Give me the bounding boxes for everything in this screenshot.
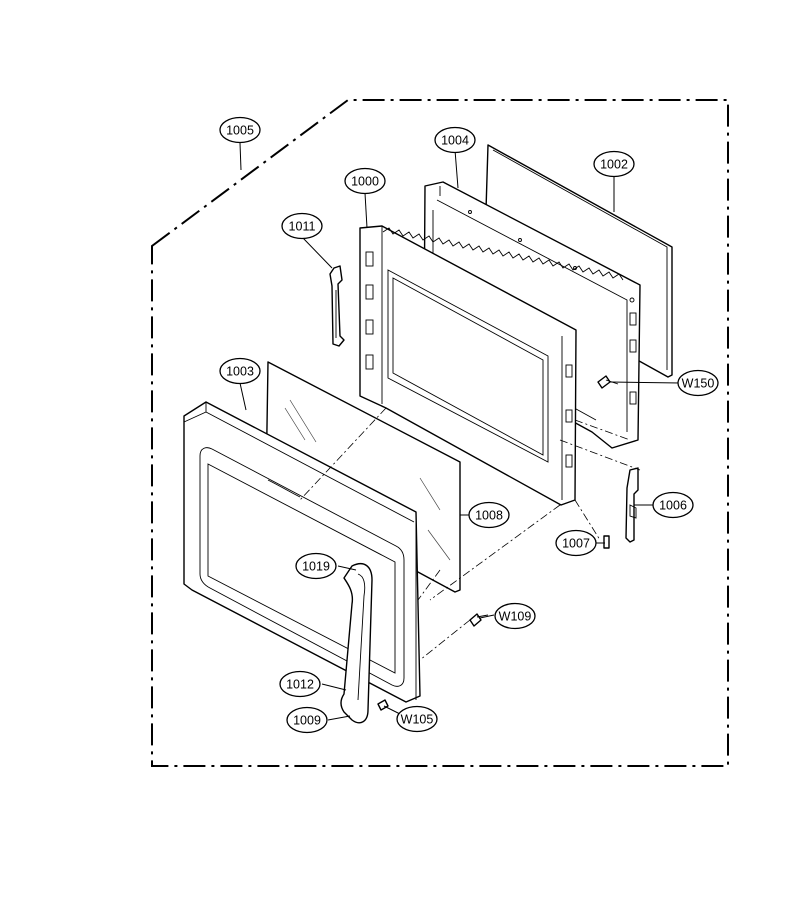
- callout-1005: 1005: [219, 116, 261, 144]
- callout-1002: 1002: [593, 150, 635, 178]
- part-1011-latch-lever: [329, 265, 345, 347]
- part-1000-choke-frame: [359, 225, 624, 506]
- assembly-boundary: [151, 99, 729, 767]
- callout-label: 1003: [226, 365, 254, 379]
- callout-1009: 1009: [286, 706, 328, 734]
- callout-label: W109: [499, 610, 532, 624]
- callout-label: 1002: [600, 158, 628, 172]
- callout-1000: 1000: [344, 167, 386, 195]
- callout-1011: 1011: [281, 212, 323, 240]
- callout-label: 1011: [289, 220, 316, 234]
- callout-label: 1006: [659, 499, 687, 513]
- leader-lines: [239, 142, 681, 721]
- callout-1019: 1019: [295, 552, 337, 580]
- screw-w109: [469, 613, 489, 627]
- callout-label: 1012: [286, 678, 314, 692]
- callout-label: 1008: [475, 509, 503, 523]
- callout-label: W150: [682, 377, 715, 391]
- callout-1008: 1008: [468, 501, 510, 529]
- callout-label: 1004: [441, 134, 469, 148]
- callout-label: W105: [401, 713, 434, 727]
- part-1006-hinge: [625, 467, 639, 543]
- callout-1004: 1004: [434, 126, 476, 154]
- callout-W150: W150: [677, 369, 719, 397]
- callout-label: 1019: [302, 560, 330, 574]
- callout-W109: W109: [494, 602, 536, 630]
- alignment-lines: [299, 407, 641, 661]
- callout-1006: 1006: [652, 491, 694, 519]
- callout-label: 1005: [226, 124, 254, 138]
- callout-label: 1000: [351, 175, 379, 189]
- callout-label: 1009: [293, 714, 321, 728]
- callout-label: 1007: [562, 537, 590, 551]
- screw-w105: [377, 699, 389, 711]
- callout-1012: 1012: [279, 670, 321, 698]
- part-1012-handle: [340, 562, 373, 724]
- callout-W105: W105: [396, 705, 438, 733]
- callout-1007: 1007: [555, 529, 597, 557]
- callout-1003: 1003: [219, 357, 261, 385]
- part-1007-pin: [603, 535, 610, 549]
